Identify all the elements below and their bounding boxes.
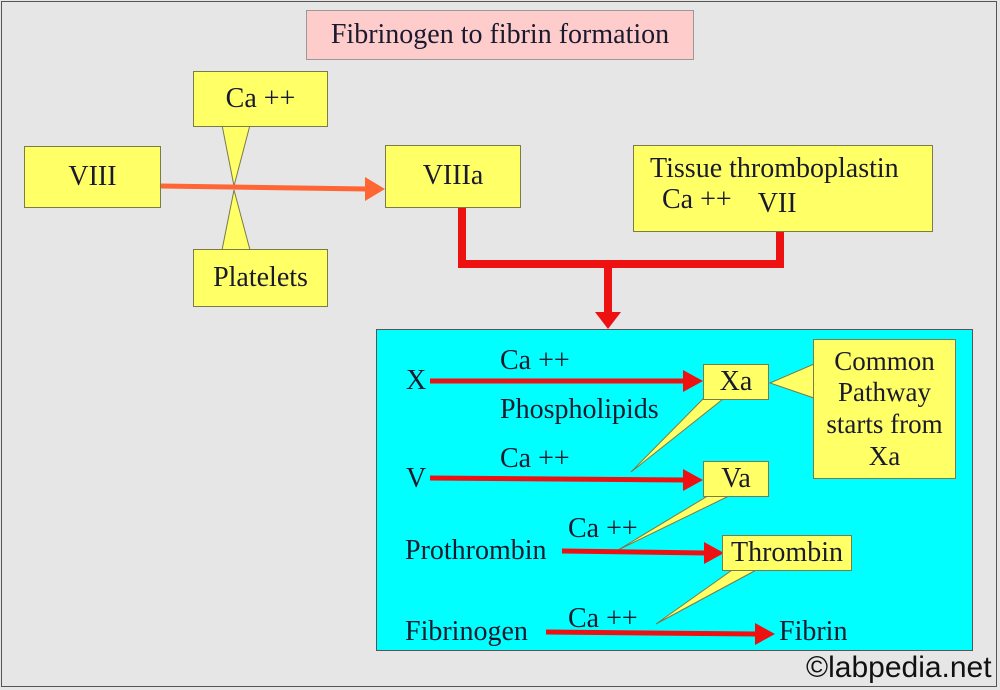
node-thrombin: Thrombin [722, 535, 852, 571]
node-platelets: Platelets [193, 249, 328, 307]
label-fibrin: Fibrin [779, 616, 848, 647]
label-prothrombin: Prothrombin [405, 535, 547, 566]
node-tissue-thromboplastin: Tissue thromboplastin Ca ++ VII [633, 145, 933, 232]
label-v-ca: Ca ++ [500, 443, 570, 474]
v-to-va-arrow [429, 475, 685, 483]
node-viiia: VIIIa [385, 145, 521, 208]
fibrinogen-to-fibrin-arrowhead [755, 623, 775, 645]
common-callout-tail [768, 363, 815, 399]
label-x-ca: Ca ++ [500, 345, 570, 376]
node-va: Va [703, 461, 769, 497]
merge-arrowhead [595, 312, 621, 329]
x-to-xa-arrowhead [683, 370, 703, 392]
node-ca-top: Ca ++ [193, 71, 328, 127]
viii-to-viiia-arrowhead [365, 177, 385, 201]
watermark: ©labpedia.net [806, 651, 992, 684]
label-phospholipids: Phospholipids [500, 394, 659, 425]
label-prothrombin-ca: Ca ++ [568, 513, 638, 544]
label-x: X [406, 365, 427, 396]
viiia-connector [458, 207, 784, 268]
fibrinogen-to-fibrin-arrow [545, 629, 757, 637]
platelets-callout-tail [221, 189, 251, 251]
common-pathway-note: Common Pathway starts from Xa [813, 339, 956, 479]
thrombin-callout-tail [655, 567, 761, 625]
common-line-3: starts from [826, 409, 943, 439]
diagram-title: Fibrinogen to fibrin formation [306, 10, 694, 60]
common-line-2: Pathway [838, 377, 931, 408]
tissue-ca: Ca ++ [662, 183, 732, 215]
node-viii: VIII [24, 146, 161, 208]
common-line-1: Common [834, 345, 935, 376]
label-fibrinogen-ca: Ca ++ [568, 603, 638, 634]
label-v: V [406, 463, 427, 494]
prothrombin-to-thrombin-arrowhead [704, 542, 724, 564]
node-xa: Xa [703, 364, 769, 400]
v-to-va-arrowhead [683, 469, 703, 491]
label-fibrinogen: Fibrinogen [405, 616, 528, 647]
tissue-vii: VII [757, 187, 797, 219]
tissue-line1: Tissue thromboplastin [650, 153, 899, 184]
prothrombin-to-thrombin-arrow [561, 548, 707, 556]
ca-callout-tail [221, 124, 251, 187]
viii-to-viiia-arrow [160, 183, 369, 192]
common-line-4: Xa [868, 440, 901, 471]
